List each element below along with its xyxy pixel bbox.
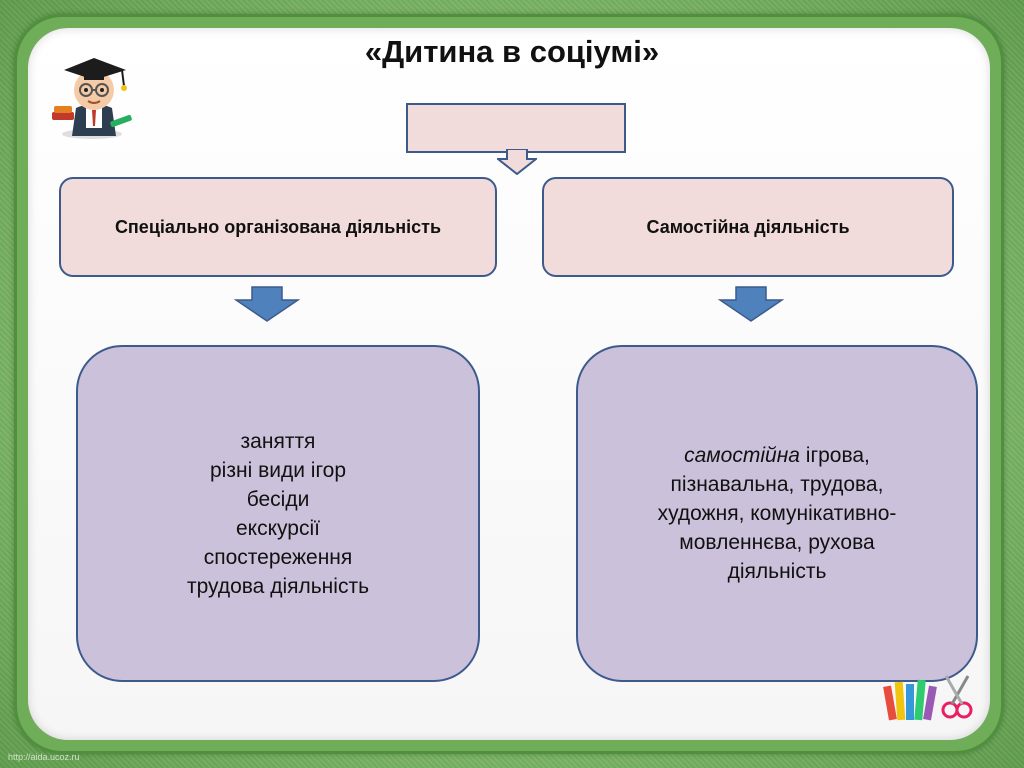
text-line: діяльність	[727, 560, 827, 583]
category-organized-activity: Спеціально організована діяльність	[59, 177, 497, 277]
text-line: мовленнєва, рухова	[679, 531, 875, 554]
graduate-mascot-icon	[52, 58, 132, 139]
list-item: бесіди	[246, 487, 310, 511]
slide-title: «Дитина в соціумі»	[364, 34, 660, 69]
down-arrow-icon	[234, 286, 300, 322]
italic-word: самостійна	[684, 444, 800, 467]
organized-activity-list: заняття різні види ігор бесіди екскурсії…	[76, 345, 480, 682]
list-item: спостереження	[203, 545, 353, 569]
text-line: пізнавальна, трудова,	[670, 473, 884, 496]
list-item: заняття	[240, 429, 316, 453]
category-independent-activity: Самостійна діяльність	[542, 177, 954, 277]
text-span: ігрова,	[799, 444, 870, 467]
down-arrow-icon	[497, 149, 537, 175]
down-arrow-icon	[718, 286, 784, 322]
list-item: різні види ігор	[210, 458, 346, 482]
list-item: трудова діяльність	[186, 574, 370, 598]
text-line: самостійна ігрова,	[684, 441, 870, 470]
top-empty-box	[406, 103, 626, 153]
independent-activity-text: самостійна ігрова, пізнавальна, трудова,…	[576, 345, 978, 682]
text-line: художня, комунікативно-	[657, 502, 897, 525]
footer-url: http://aida.ucoz.ru	[8, 752, 80, 762]
school-supplies-icon	[883, 675, 973, 721]
list-item: екскурсії	[236, 516, 320, 540]
